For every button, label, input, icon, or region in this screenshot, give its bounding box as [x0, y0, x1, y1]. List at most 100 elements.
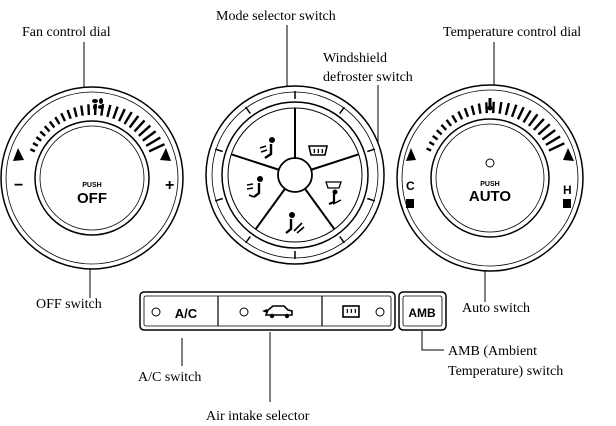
- ac-button[interactable]: A/C: [151, 306, 198, 321]
- temp-scale-tick: [492, 101, 495, 114]
- mode-segment-dividers: [230, 108, 360, 230]
- mode-dial-position-marks: [214, 91, 376, 259]
- temp-scale-tick: [457, 110, 464, 120]
- auto-switch-label: Auto switch: [462, 301, 530, 316]
- car-recirculate-icon: [262, 305, 293, 319]
- thermometer-icon: [487, 98, 493, 111]
- temp-scale-tick: [541, 129, 556, 141]
- mode-detent-mark: [245, 106, 251, 114]
- rear-defrost-button[interactable]: [342, 305, 385, 318]
- amb-button-frame: [398, 291, 447, 331]
- fan-scale-tick: [39, 130, 46, 137]
- temp-scale-tick: [516, 106, 525, 120]
- vent-face-icon[interactable]: [259, 137, 275, 159]
- temp-scale-tick: [440, 123, 448, 131]
- fan-dial-left-arrow-icon: [13, 148, 24, 161]
- auto-switch-inner-ring: [435, 123, 545, 233]
- temp-dial-inner-ring: [401, 89, 579, 267]
- temp-scale-tick: [485, 102, 488, 114]
- temp-scale-tick: [463, 107, 470, 118]
- windshield-defrost-icon[interactable]: [308, 145, 328, 156]
- air-intake-button[interactable]: [239, 305, 293, 319]
- temp-scale-tick: [445, 119, 453, 127]
- amb-button[interactable]: AMB: [398, 291, 447, 331]
- fan-scale-tick: [35, 136, 42, 142]
- fan-scale-tick: [43, 125, 51, 133]
- air-intake-indicator-light: [239, 307, 249, 317]
- ac-switch-label: A/C switch: [138, 370, 201, 385]
- mode-detent-mark: [367, 197, 376, 202]
- mode-detent-mark: [214, 148, 223, 153]
- fan-icon: [92, 98, 104, 110]
- mode-segment-divider: [304, 188, 336, 230]
- fan-scale-tick: [48, 120, 56, 129]
- temp-scale-tick: [527, 113, 539, 127]
- fan-scale-tick: [117, 108, 126, 122]
- temp-dial-cold-label: C: [406, 179, 415, 193]
- amb-button-text: AMB: [408, 306, 436, 320]
- off-switch-button[interactable]: [34, 120, 150, 236]
- amb-switch-label-line2: Temperature) switch: [448, 364, 563, 379]
- fan-scale-tick: [54, 116, 61, 125]
- fan-scale-tick: [133, 119, 146, 133]
- mode-segment-divider: [230, 153, 280, 171]
- auto-switch-text: AUTO: [469, 188, 512, 205]
- fan-dial-minus: −: [14, 177, 23, 194]
- temp-dial-cold-mark: [406, 199, 414, 208]
- temp-scale-tick: [504, 102, 511, 116]
- fan-scale-tick: [66, 109, 72, 120]
- temp-scale-tick: [545, 135, 561, 146]
- windshield-defroster-label-line2: defroster switch: [323, 70, 413, 85]
- temp-scale-tick: [451, 114, 458, 123]
- amb-button-inner-frame: [402, 295, 443, 327]
- fan-control-dial-label: Fan control dial: [22, 25, 111, 40]
- auto-switch-button[interactable]: [430, 118, 550, 238]
- button-bar-inner-frame: [143, 295, 392, 327]
- vent-feet-icon[interactable]: [285, 212, 305, 234]
- vent-bilevel-icon[interactable]: [246, 176, 263, 198]
- mode-detent-mark: [367, 148, 376, 153]
- fan-scale-tick: [148, 143, 166, 153]
- button-bar: A/C AMB: [139, 291, 447, 331]
- fan-scale-tick: [138, 124, 152, 137]
- fan-scale-tick: [128, 115, 140, 129]
- mode-detent-mark: [245, 236, 251, 244]
- mode-detent-mark: [339, 236, 345, 244]
- amb-switch-leader: [421, 331, 444, 351]
- temp-scale-tick: [426, 147, 432, 152]
- temperature-control-dial[interactable]: C H PUSH AUTO: [396, 84, 584, 272]
- rear-defrost-indicator-light: [375, 307, 385, 317]
- fan-control-dial[interactable]: − + PUSH OFF: [0, 86, 184, 270]
- rear-defrost-icon: [342, 305, 360, 318]
- mode-detent-mark: [339, 106, 345, 114]
- mode-detent-mark: [214, 197, 223, 202]
- fan-scale-tick: [106, 104, 112, 118]
- windshield-defroster-label-line1: Windshield: [323, 51, 387, 66]
- ac-button-text: A/C: [175, 306, 198, 321]
- fan-scale-tick: [73, 107, 78, 118]
- off-switch-push-text: PUSH: [82, 182, 101, 189]
- temp-scale-tick: [498, 101, 503, 114]
- temp-scale-tick: [435, 129, 443, 136]
- temp-scale-tick: [432, 134, 439, 141]
- fan-scale-tick: [32, 142, 39, 147]
- fan-dial-right-arrow-icon: [160, 148, 171, 161]
- fan-scale-tick: [123, 111, 133, 125]
- mode-segment-divider: [254, 188, 286, 230]
- temp-scale-tick: [510, 104, 518, 118]
- temp-dial-left-arrow-icon: [406, 148, 416, 161]
- temp-scale-tick: [470, 105, 476, 116]
- off-switch-label: OFF switch: [36, 297, 102, 312]
- fan-scale-tick: [60, 112, 67, 122]
- temp-scale-tick: [522, 109, 532, 123]
- vent-feet-defrost-icon[interactable]: [325, 181, 342, 206]
- fan-scale-tick: [87, 104, 91, 116]
- temp-dial-tick-scale: [426, 101, 565, 152]
- temp-scale-tick: [532, 118, 545, 131]
- temp-dial-hot-mark: [563, 199, 571, 208]
- off-switch-inner-ring: [39, 125, 145, 231]
- fan-dial-inner-ring: [5, 91, 179, 265]
- mode-selector-dial[interactable]: [205, 85, 385, 265]
- temp-dial-right-arrow-icon: [563, 148, 574, 161]
- fan-scale-tick: [112, 106, 119, 120]
